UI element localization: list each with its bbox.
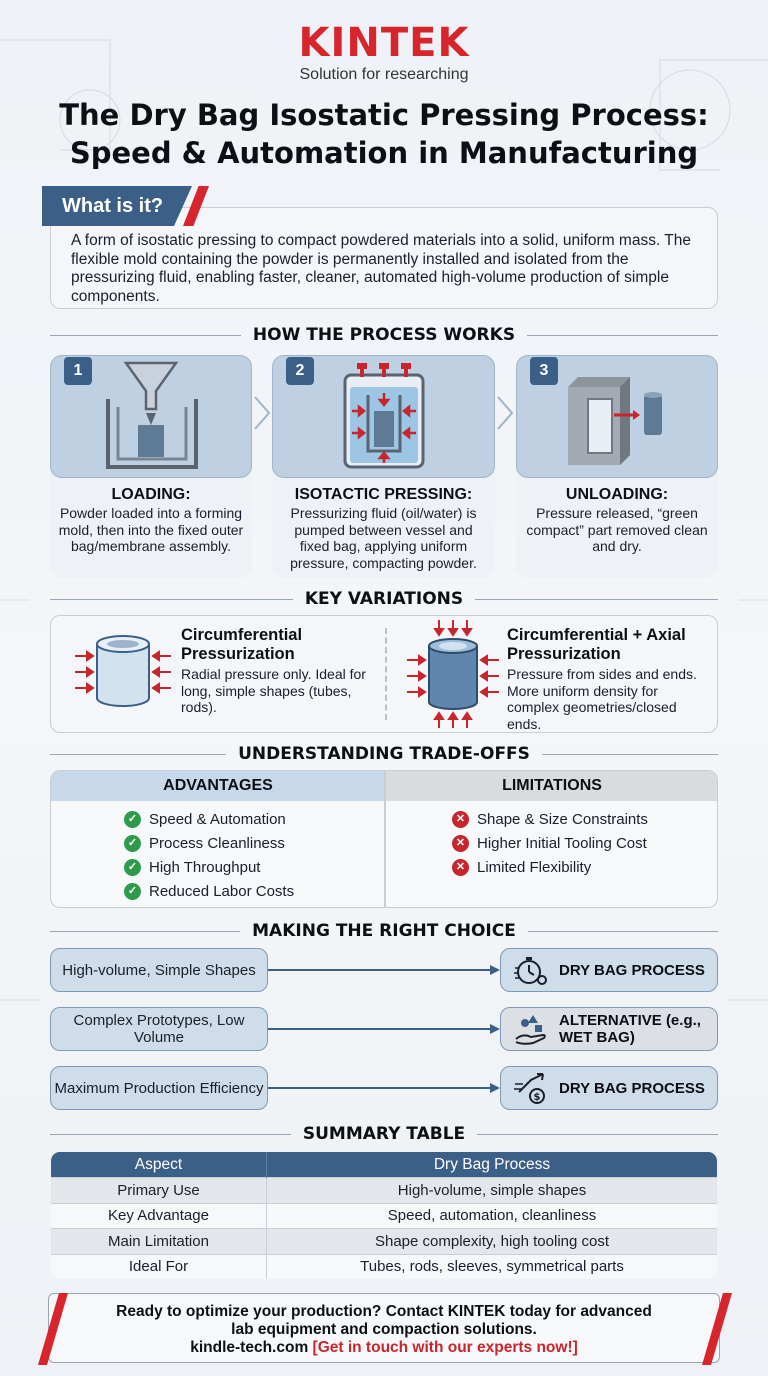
what-is-it-tab: What is it? (42, 186, 192, 226)
footer-cta: Ready to optimize your production? Conta… (48, 1293, 720, 1363)
arrow-right-icon (268, 1083, 500, 1093)
pressure-vessel-icon (343, 363, 425, 469)
brand-logo: KINTEK (298, 20, 470, 66)
process-heading: HOW THE PROCESS WORKS (50, 324, 718, 346)
check-icon: ✓ (124, 882, 141, 900)
advantages-header: ADVANTAGES (51, 771, 385, 801)
step-loading: 1 LOADING: Powder loaded into a forming … (50, 355, 252, 578)
page-title: The Dry Bag Isostatic Pressing Process: … (0, 96, 768, 172)
list-item: ✓Reduced Labor Costs (124, 879, 294, 903)
table-header-row: Aspect Dry Bag Process (51, 1152, 717, 1178)
step-title: LOADING: (111, 486, 191, 503)
dashed-divider (385, 628, 387, 720)
brand-header: KINTEK Solution for researching (0, 22, 768, 84)
list-item: ✕Shape & Size Constraints (452, 807, 648, 831)
summary-heading: SUMMARY TABLE (50, 1123, 719, 1145)
limitations-list: ✕Shape & Size Constraints ✕Higher Initia… (452, 807, 648, 879)
choice-condition: Complex Prototypes, Low Volume (50, 1007, 268, 1051)
check-icon: ✓ (124, 858, 141, 876)
tradeoffs-table: ADVANTAGES LIMITATIONS ✓Speed & Automati… (50, 770, 718, 908)
check-icon: ✓ (124, 834, 141, 852)
step-title: ISOTACTIC PRESSING: (294, 486, 473, 503)
step-number: 2 (286, 357, 314, 385)
page-title-line-2: Speed & Automation in Manufacturing (69, 136, 699, 170)
brand-tagline: Solution for researching (299, 66, 469, 83)
radial-pressure-icon (75, 635, 171, 707)
choice-condition: High-volume, Simple Shapes (50, 948, 268, 992)
limitations-header: LIMITATIONS (385, 771, 717, 801)
funnel-mold-icon (106, 361, 198, 469)
advantages-list: ✓Speed & Automation ✓Process Cleanliness… (124, 807, 294, 903)
variation-title: Circumferential + Axial Pressurization (507, 626, 686, 663)
chevron-right-icon (254, 396, 271, 430)
step-description: Pressurizing fluid (oil/water) is pumped… (290, 505, 477, 571)
check-icon: ✓ (124, 810, 141, 828)
list-item: ✓High Throughput (124, 855, 294, 879)
variations-box: Circumferential Pressurization Radial pr… (50, 615, 718, 733)
x-icon: ✕ (452, 810, 469, 828)
arrow-right-icon (268, 1024, 500, 1034)
radial-axial-pressure-icon (407, 620, 499, 728)
list-item: ✕Higher Initial Tooling Cost (452, 831, 648, 855)
choice-condition: Maximum Production Efficiency (50, 1066, 268, 1110)
definition-box: A form of isostatic pressing to compact … (50, 207, 718, 309)
variation-title: Circumferential Pressurization (181, 626, 303, 663)
choice-outcome: DRY BAG PROCESS (500, 948, 718, 992)
contact-link[interactable]: [Get in touch with our experts now!] (312, 1339, 578, 1356)
unload-part-icon (568, 377, 662, 465)
step-number: 3 (530, 357, 558, 385)
step-description: Pressure released, “green compact” part … (526, 505, 708, 554)
footer-message: Ready to optimize your production? Conta… (116, 1303, 652, 1338)
x-icon: ✕ (452, 834, 469, 852)
growth-dollar-icon: $ (514, 1073, 545, 1104)
choice-outcome: $ DRY BAG PROCESS (500, 1066, 718, 1110)
step-number: 1 (64, 357, 92, 385)
step-unloading: 3 UNLOADING: Pressure released, “green c… (516, 355, 718, 578)
list-item: ✓Process Cleanliness (124, 831, 294, 855)
step-description: Powder loaded into a forming mold, then … (58, 505, 244, 554)
x-icon: ✕ (452, 858, 469, 876)
step-pressing: 2 ISOTACTIC PRESSING: Pressurizing fluid… (272, 355, 495, 578)
list-item: ✓Speed & Automation (124, 807, 294, 831)
choice-heading: MAKING THE RIGHT CHOICE (50, 920, 718, 942)
variations-heading: KEY VARIATIONS (50, 588, 718, 610)
variation-description: Radial pressure only. Ideal for long, si… (181, 666, 366, 715)
arrow-right-icon (268, 965, 500, 975)
tradeoffs-heading: UNDERSTANDING TRADE-OFFS (50, 743, 718, 765)
step-title: UNLOADING: (565, 486, 669, 503)
variation-description: Pressure from sides and ends. More unifo… (507, 666, 697, 732)
choice-outcome: ALTERNATIVE (e.g., WET BAG) (500, 1007, 718, 1051)
chevron-right-icon (497, 396, 514, 430)
stopwatch-gear-icon (514, 957, 547, 985)
list-item: ✕Limited Flexibility (452, 855, 648, 879)
svg-text:$: $ (534, 1092, 541, 1103)
website-link[interactable]: kindle-tech.com (190, 1339, 309, 1356)
page-title-line-1: The Dry Bag Isostatic Pressing Process: (59, 98, 709, 132)
hand-shapes-icon (515, 1015, 546, 1045)
